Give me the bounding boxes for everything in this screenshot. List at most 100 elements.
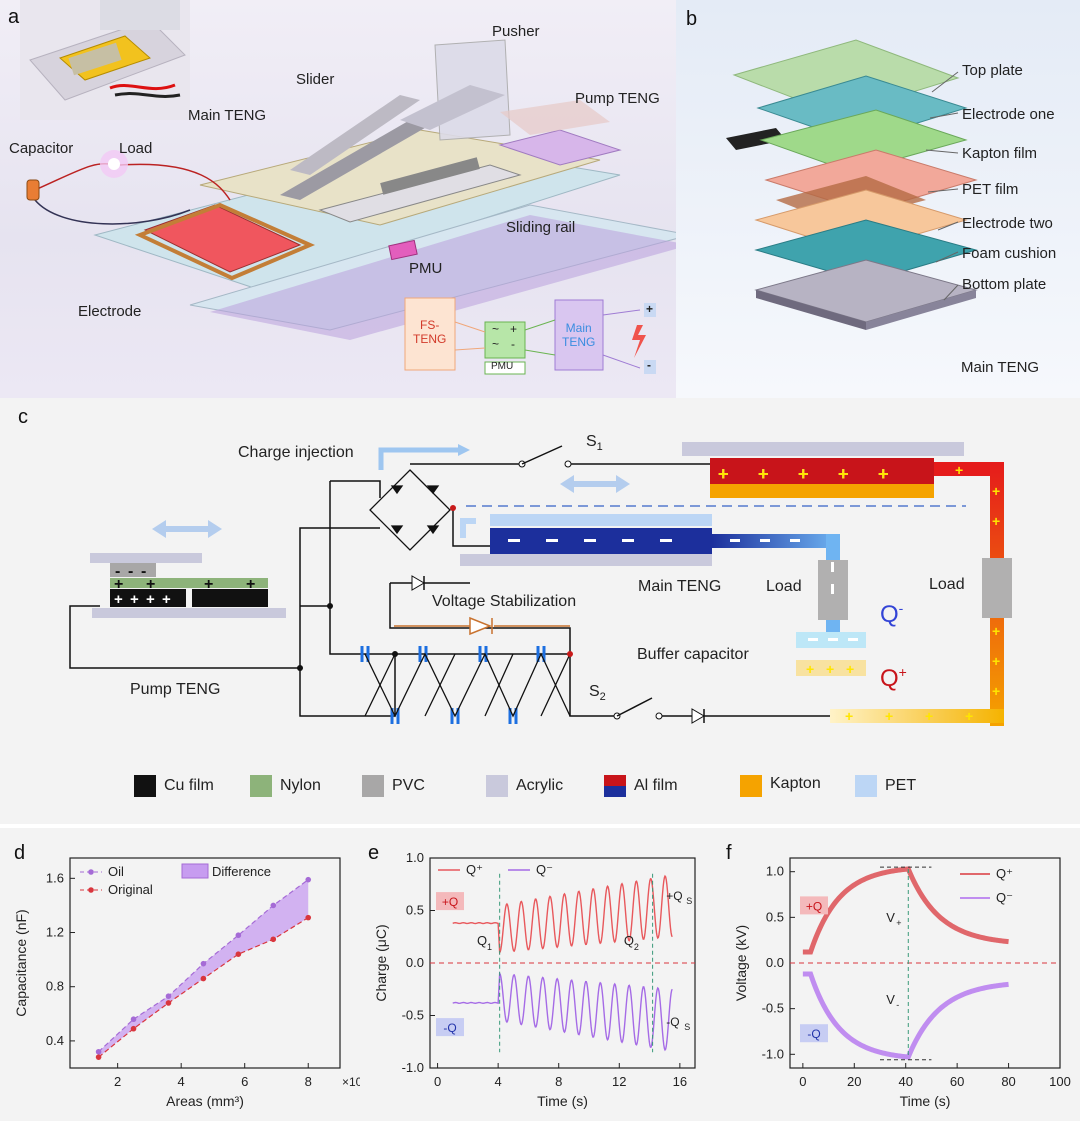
legend-label-q-plus: Q⁺	[996, 866, 1013, 881]
y-axis-label: Capacitance (nF)	[13, 909, 29, 1016]
svg-text:+: +	[246, 576, 255, 593]
x-tick-label: 8	[555, 1074, 562, 1089]
svg-text:+: +	[826, 661, 834, 677]
legend-label-pet: PET	[885, 777, 917, 794]
svg-text:+: +	[838, 464, 849, 484]
label-electrode: Electrode	[78, 303, 142, 320]
label-pmu: PMU	[409, 260, 443, 277]
series-line-original	[98, 917, 309, 1058]
label-charge-injection: Charge injection	[238, 444, 354, 461]
svg-text:+: +	[798, 464, 809, 484]
y-tick-label: 0.0	[406, 955, 424, 970]
svg-text:+: +	[878, 464, 889, 484]
y-tick-label: -1.0	[762, 1046, 784, 1061]
exploded-layers	[726, 39, 978, 330]
y-axis-label: Voltage (kV)	[733, 925, 749, 1001]
schematic-terminal-plus: +	[646, 302, 654, 316]
legend-label-kapton: Kapton	[770, 775, 821, 792]
svg-text:+: +	[146, 591, 155, 608]
panel-label-d: d	[14, 842, 26, 864]
x-tick-label: 100	[1049, 1074, 1071, 1089]
label-load-right: Load	[929, 576, 965, 593]
data-point-original	[165, 1000, 172, 1006]
legend-label-original: Original	[108, 882, 153, 897]
svg-text:+: +	[925, 708, 933, 724]
schematic-ac-bottom: ~	[492, 337, 500, 351]
y-tick-label: 1.6	[46, 870, 64, 885]
schematic-main-teng: Main TENG	[562, 321, 596, 349]
annotation-q1: Q	[477, 933, 487, 948]
y-tick-label: 1.2	[46, 925, 64, 940]
badge-plus-q-label: +Q	[442, 895, 458, 909]
material-legend	[134, 775, 877, 797]
x-multiplier: ×10³	[342, 1075, 360, 1089]
device-photo	[20, 0, 190, 120]
y-tick-label: 0.5	[766, 909, 784, 924]
difference-fill	[98, 879, 309, 1058]
y-tick-label: -0.5	[402, 1008, 424, 1023]
badge-minus-q	[436, 1018, 464, 1037]
annotation-v-plus-sub: +	[896, 918, 901, 928]
x-tick-label: 4	[495, 1074, 502, 1089]
schematic-terminal-minus: -	[647, 358, 651, 372]
svg-text:+: +	[845, 708, 853, 724]
data-point-original	[130, 1025, 137, 1032]
y-tick-label: -1.0	[402, 1060, 424, 1075]
svg-text:+: +	[718, 464, 729, 484]
badge-plus-q	[800, 896, 828, 915]
annotation-plus-qs: +Q	[666, 889, 682, 903]
x-tick-label: 0	[434, 1074, 441, 1089]
legend-label-cu-film: Cu film	[164, 777, 214, 794]
x-tick-label: 8	[305, 1074, 312, 1089]
x-tick-label: 12	[612, 1074, 626, 1089]
svg-text:-: -	[128, 563, 133, 580]
device-illustration	[20, 0, 691, 375]
annotation-minus-qs-sub: S	[684, 1022, 690, 1032]
svg-text:+: +	[130, 591, 139, 608]
x-tick-label: 16	[673, 1074, 687, 1089]
x-tick-label: 4	[178, 1074, 185, 1089]
label-s1: S1	[586, 433, 603, 454]
label-buffer-capacitor: Buffer capacitor	[637, 646, 749, 663]
data-point-oil	[270, 902, 277, 909]
legend-label-q-minus: Q⁻	[996, 890, 1013, 905]
label-slider: Slider	[296, 71, 335, 88]
label-q-minus: Q-	[880, 600, 904, 628]
label-pump-teng-circuit: Pump TENG	[130, 681, 221, 698]
y-tick-label: 1.0	[766, 864, 784, 879]
annotation-q2: Q	[624, 933, 634, 948]
x-tick-label: 80	[1001, 1074, 1015, 1089]
layer-label-electrode-one: Electrode one	[962, 106, 1055, 123]
annotation-v-plus: V	[886, 910, 895, 925]
x-tick-label: 40	[898, 1074, 912, 1089]
svg-text:+: +	[114, 591, 123, 608]
schematic-ac-top: ~	[492, 322, 500, 336]
x-axis-label: Time (s)	[900, 1093, 951, 1109]
data-point-original	[270, 936, 277, 943]
layer-label-top-plate: Top plate	[962, 62, 1023, 79]
annotation-plus-qs-sub: S	[686, 896, 692, 906]
panel-label-a: a	[8, 6, 20, 28]
charge-curve-q-minus	[452, 971, 673, 1052]
annotation-q1-sub: 1	[487, 942, 492, 952]
data-point-oil	[200, 960, 207, 967]
annotation-q2-sub: 2	[634, 942, 639, 952]
panel-label-e: e	[368, 842, 380, 864]
label-pusher: Pusher	[492, 23, 540, 40]
label-voltage-stabilization: Voltage Stabilization	[432, 593, 577, 610]
data-point-oil	[95, 1048, 102, 1055]
label-s2: S2	[589, 683, 606, 704]
x-axis-label: Time (s)	[537, 1093, 588, 1109]
data-point-oil	[165, 993, 172, 999]
svg-text:+: +	[992, 653, 1000, 669]
annotation-v-minus: V	[886, 992, 895, 1007]
x-axis-label: Areas (mm³)	[166, 1093, 244, 1109]
legend-label-pvc: PVC	[392, 777, 425, 794]
svg-text:+: +	[114, 576, 123, 593]
schematic-plus: +	[510, 322, 518, 336]
